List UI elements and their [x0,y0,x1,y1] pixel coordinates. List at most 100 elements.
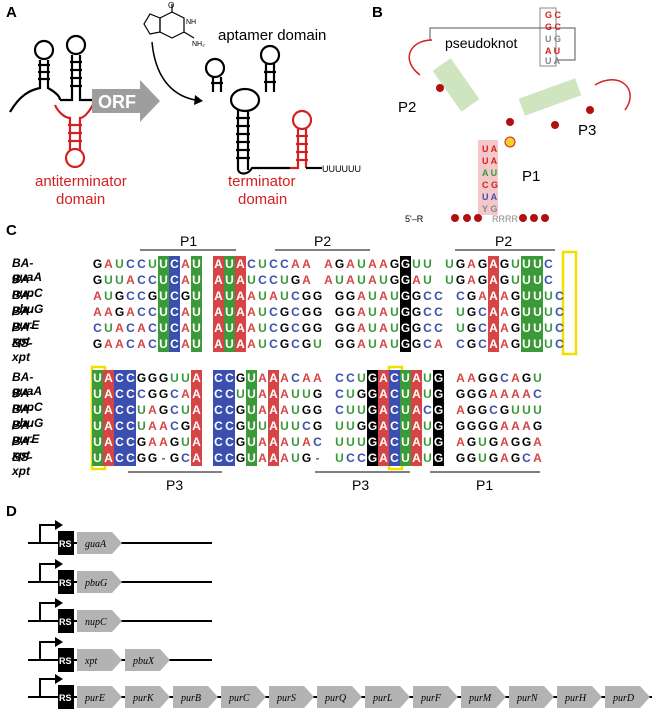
nucleotide: C [169,272,180,288]
sequence-name: BS-xpt [12,450,33,478]
panel-label-b: B [372,4,383,21]
nucleotide: G [279,321,290,335]
nucleotide: G [279,337,290,351]
nucleotide: G [158,387,169,401]
nucleotide: G [466,403,477,417]
nucleotide: A [357,305,366,319]
nucleotide: G [169,435,180,449]
nucleotide: A [500,337,509,351]
gene-label: purK [132,693,155,704]
nucleotide: U [335,419,344,433]
nucleotide: A [258,451,267,465]
nucleotide: G [301,337,312,351]
promoter-arrow-head [55,637,63,647]
nucleotide: C [280,257,289,271]
nucleotide: U [346,403,355,417]
nucleotide: A [346,273,355,287]
nucleotide: G [433,386,444,402]
nucleotide: A [268,402,279,418]
nucleotide: C [269,257,278,271]
nucleotide: U [544,305,553,319]
nucleotide: C [169,336,180,352]
nucleotide: G [477,257,488,271]
nucleotide: G [521,435,532,449]
nucleotide: G [147,371,158,385]
gene-label: purL [372,693,393,704]
nucleotide: G [367,418,378,434]
nucleotide: C [137,289,146,303]
sequence-name: BA-xpt [12,320,34,348]
nucleotide: A [258,371,267,385]
nucleotide: G [158,403,169,417]
nucleotide: U [521,304,532,320]
nucleotide: C [313,435,322,449]
nucleotide: G [455,451,466,465]
nucleotide: G [312,321,323,335]
nucleotide: U [511,273,520,287]
nucleotide: C [125,450,136,466]
nucleotide: U [544,337,553,351]
nucleotide: C [169,288,180,304]
nucleotide: C [269,273,278,287]
nucleotide: A [412,273,421,287]
nucleotide: A [213,288,224,304]
nucleotide: U [280,419,289,433]
nucleotide: C [434,321,443,335]
nucleotide: G [334,289,345,303]
antiterminator-label-2: domain [56,191,105,208]
nucleotide: G [147,387,158,401]
nucleotide: A [522,419,531,433]
nucleotide: A [103,386,114,402]
nucleotide: U [357,403,366,417]
riboswitch-label: RS [59,656,72,666]
nucleotide: G [477,403,488,417]
nucleotide: G [400,320,411,336]
nucleotide: A [302,435,311,449]
nucleotide: A [488,272,499,288]
nucleotide: U [104,273,113,287]
highlight-box-top [561,250,578,356]
nucleotide: C [137,387,146,401]
nucleotide: C [544,273,553,287]
nucleotide: A [93,289,102,303]
nucleotide: A [269,289,278,303]
nucleotide: U [368,305,377,319]
nucleotide: C [148,321,157,335]
nucleotide: U [246,402,257,418]
sequence-name: BA-pbuG [12,288,44,316]
nucleotide: G [367,434,378,450]
nucleotide: U [390,337,399,351]
nucleotide: U [521,272,532,288]
sequence-name: BS-xpt [12,336,33,364]
riboswitch-left [9,34,95,113]
nucleotide: C [500,371,509,385]
nucleotide: C [170,387,179,401]
nucleotide: A [103,434,114,450]
nucleotide: U [423,419,432,433]
nucleotide: C [224,386,235,402]
nucleotide: U [313,337,322,351]
nucleotide: U [400,386,411,402]
nucleotide: U [246,450,257,466]
promoter-arrow-head [55,674,63,684]
nucleotide: A [247,337,256,351]
nucleotide: U [379,273,388,287]
nucleotide: G [367,402,378,418]
nucleotide: G [235,451,246,465]
terminator-label-1: terminator [228,173,296,190]
nucleotide: G [510,435,521,449]
nucleotide: A [488,256,499,272]
nucleotide: C [522,451,531,465]
nucleotide: C [114,450,125,466]
svg-text:Y G: Y G [482,204,497,214]
nucleotide: G [301,305,312,319]
guanine-nh: NH [186,19,196,26]
panel-label-c: C [6,222,17,239]
nucleotide: U [258,321,267,335]
nucleotide: A [368,257,377,271]
riboswitch-label: RS [59,617,72,627]
nucleotide: C [258,273,267,287]
nucleotide: U [258,289,267,303]
five-prime-b: 5'–R [405,214,424,224]
